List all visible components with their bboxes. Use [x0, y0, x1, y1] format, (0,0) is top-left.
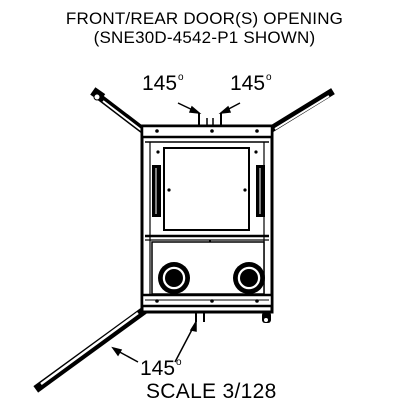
drawing-title-line-1: FRONT/REAR DOOR(S) OPENING	[65, 9, 344, 28]
scale-label: SCALE 3/128	[146, 380, 277, 403]
degree-symbol: o	[266, 72, 272, 83]
cabinet-body	[140, 113, 274, 323]
angle-value: 145	[142, 72, 178, 95]
angle-value: 145	[230, 72, 266, 95]
angle-value: 145	[140, 357, 176, 380]
bottom-door	[33, 306, 148, 393]
angle-arrows	[111, 102, 241, 363]
top-left-door	[90, 87, 145, 133]
degree-symbol: o	[176, 357, 182, 368]
top-right-door	[268, 88, 335, 133]
drawing-title-line-2: (SNE30D-4542-P1 SHOWN)	[93, 28, 316, 47]
angle-label-top-right: 145o	[230, 72, 272, 99]
angle-label-bottom: 145o	[140, 357, 182, 384]
degree-symbol: o	[178, 72, 184, 83]
angle-label-top-left: 145o	[142, 72, 184, 99]
